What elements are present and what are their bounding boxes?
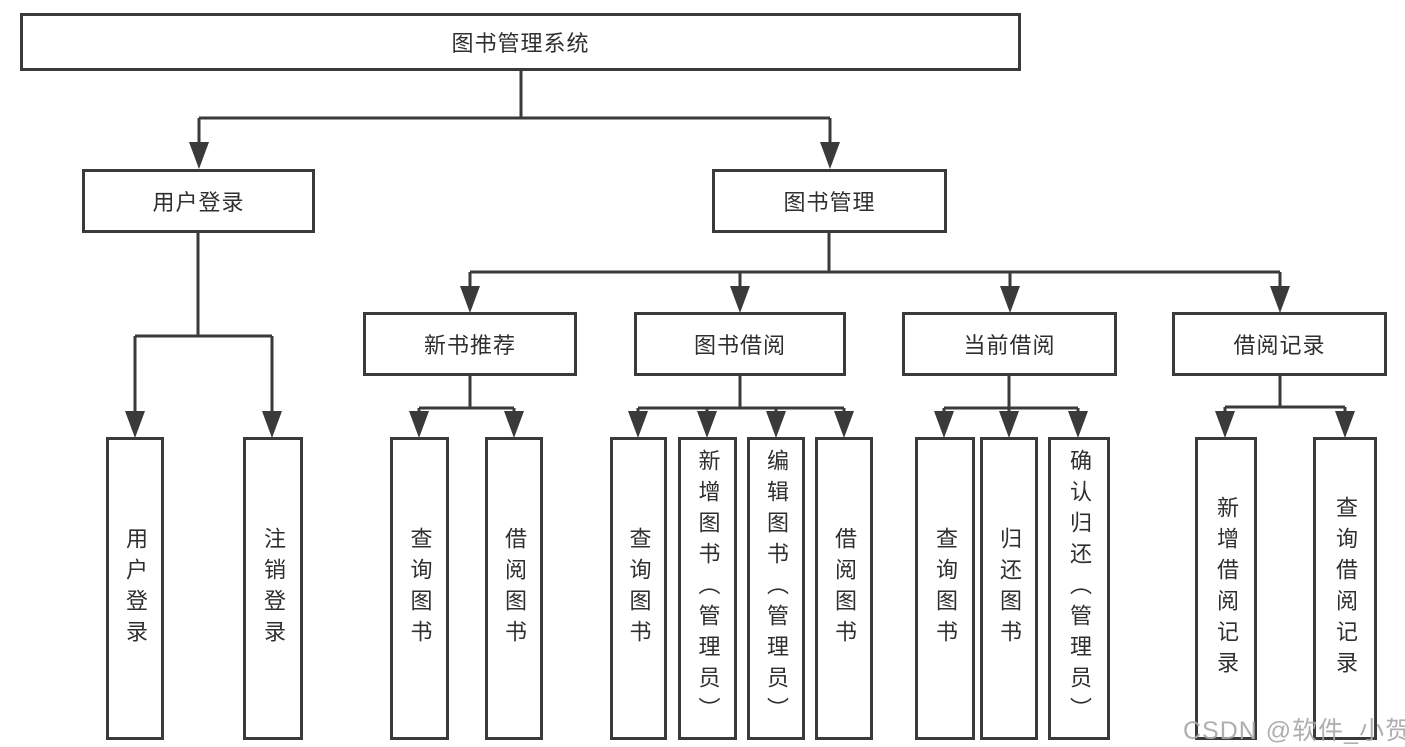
node-label: 新增图书（管理员） [695,449,721,728]
node-label: 确认归还（管理员） [1067,449,1092,728]
node-label: 用户登录 [152,190,245,215]
node-add-borrow-record: 新增借阅记录 [1195,437,1257,740]
node-label: 图书借阅 [693,333,786,358]
arrowhead [628,411,648,438]
node-borrowing-records: 借阅记录 [1172,312,1387,376]
arrowhead [125,411,145,438]
node-label: 新书推荐 [423,333,516,358]
node-return-books: 归还图书 [980,437,1038,740]
csdn-watermark: CSDN @软件_小贺同学 [1183,717,1405,745]
arrowhead [834,411,854,438]
node-label: 用户登录 [123,526,148,651]
node-label: 查询图书 [407,526,433,651]
arrowhead [1335,411,1355,438]
node-label: 查询图书 [933,526,958,651]
node-newbook-borrow-books: 借阅图书 [485,437,543,740]
arrowhead [409,411,429,438]
arrowhead [504,411,524,438]
node-label: 借阅图书 [502,526,527,651]
node-current-query-books: 查询图书 [915,437,975,740]
node-query-borrow-record: 查询借阅记录 [1313,437,1377,740]
node-label: 新增借阅记录 [1214,495,1239,682]
arrowhead [1270,286,1290,313]
node-label: 图书管理 [783,190,876,215]
node-edit-books-admin: 编辑图书（管理员） [747,437,805,740]
node-label: 查询图书 [626,526,652,651]
arrowhead [1068,411,1088,438]
arrowhead [460,286,480,313]
arrowhead [766,411,786,438]
arrowhead [934,411,954,438]
arrowhead [1000,286,1020,313]
node-root-system: 图书管理系统 [20,13,1021,71]
node-borrow-query-books: 查询图书 [610,437,667,740]
node-confirm-return-admin: 确认归还（管理员） [1048,437,1110,740]
node-label: 借阅图书 [832,526,857,651]
arrowhead [730,286,750,313]
node-newbook-query-books: 查询图书 [390,437,449,740]
arrowhead [697,411,717,438]
node-label: 编辑图书（管理员） [764,449,789,728]
node-book-management: 图书管理 [712,169,947,233]
node-user-login-leaf: 用户登录 [106,437,164,740]
node-book-borrowing: 图书借阅 [634,312,846,376]
arrowhead [262,411,282,438]
node-label: 借阅记录 [1233,333,1326,358]
node-label: 注销登录 [261,526,286,651]
node-add-books-admin: 新增图书（管理员） [678,437,737,740]
arrowhead [1215,411,1235,438]
node-label: 图书管理系统 [451,31,590,56]
node-borrow-books: 借阅图书 [815,437,873,740]
arrowhead [820,142,840,169]
node-current-borrowing: 当前借阅 [902,312,1117,376]
node-logout: 注销登录 [243,437,303,740]
node-label: 当前借阅 [963,333,1056,358]
node-label: 查询借阅记录 [1333,495,1358,682]
node-label: 归还图书 [997,526,1022,651]
node-user-login-branch: 用户登录 [82,169,315,233]
node-new-book-recommend: 新书推荐 [363,312,577,376]
arrowhead [999,411,1019,438]
arrowhead [189,142,209,169]
